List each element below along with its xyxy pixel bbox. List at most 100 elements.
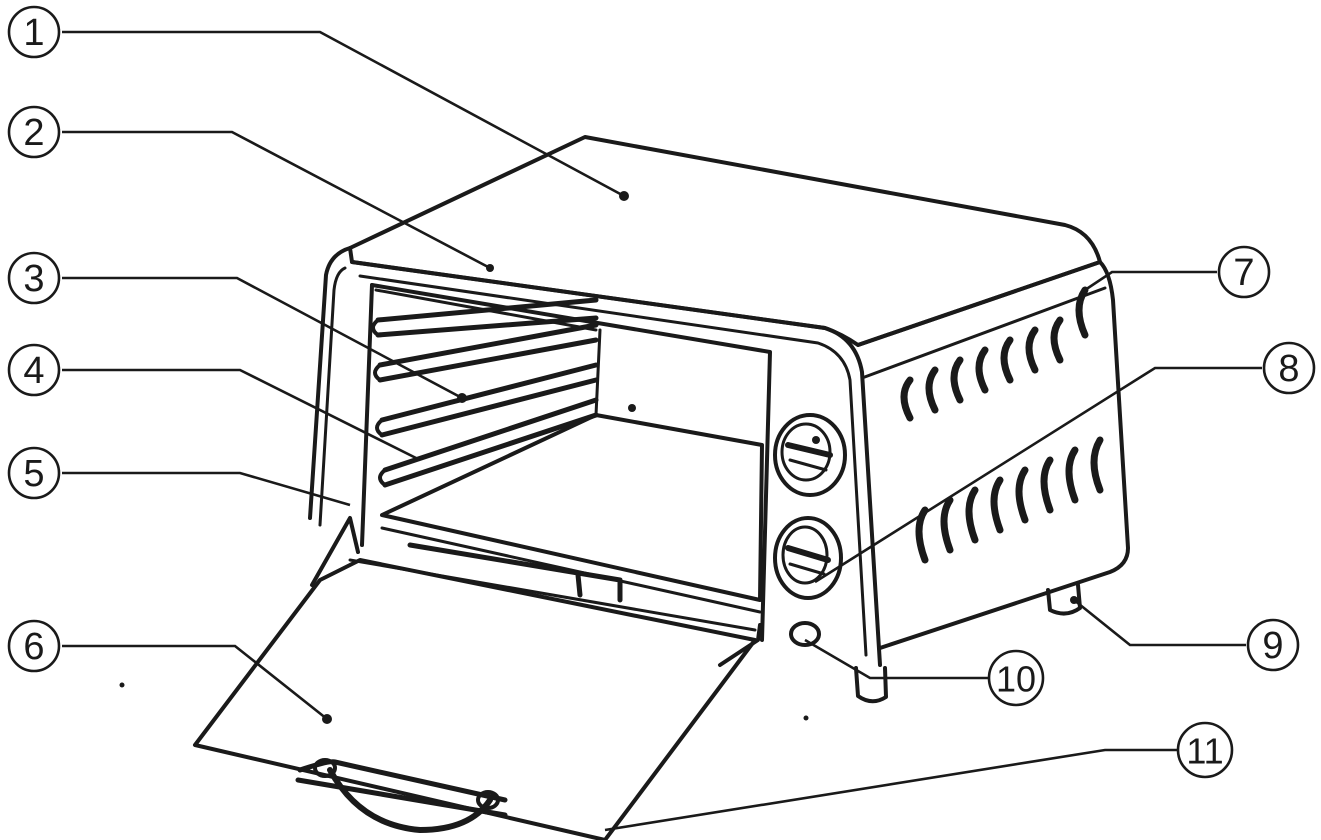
callout-4: 4 (7, 343, 61, 397)
tray-perforation (642, 558, 648, 564)
tray-perforation (639, 434, 645, 440)
tray-perforation (474, 490, 480, 496)
oven-front-frame (308, 246, 882, 667)
tray-perforation (685, 474, 691, 480)
tray-perforation (455, 486, 461, 492)
tray-perforation (589, 425, 595, 431)
callout-3: 3 (7, 251, 61, 305)
tray-perforation (620, 522, 626, 528)
tray-perforation (593, 485, 599, 491)
tray-perforation (531, 472, 537, 478)
callout-8-label: 8 (1278, 348, 1299, 390)
tray-perforation (587, 499, 593, 505)
tray-perforation (599, 427, 605, 433)
tray-perforation (669, 440, 675, 446)
tray-perforation (656, 530, 662, 536)
tray-perforation (453, 516, 459, 522)
tray-perforation (686, 458, 692, 464)
tray-perforation (541, 520, 547, 526)
tray-perforation (500, 466, 506, 472)
tray-perforation (633, 463, 640, 469)
tray-perforation (619, 431, 625, 437)
tray-perforation (515, 469, 521, 475)
tray-perforation (684, 567, 690, 573)
callout-9-label: 9 (1262, 625, 1283, 667)
tray-perforation (495, 525, 501, 531)
tray-perforation (411, 506, 417, 512)
tray-perforation (528, 502, 535, 508)
tray-perforation (600, 533, 606, 539)
tray-perforation (432, 511, 438, 517)
tray-perforation (710, 479, 716, 485)
tray-perforation (722, 528, 729, 534)
callout-5-label: 5 (23, 453, 44, 495)
tray-perforation (652, 452, 658, 458)
tray-perforation (562, 479, 568, 485)
callout-4-label: 4 (23, 350, 44, 392)
callout-10: 10 (987, 649, 1045, 707)
indicator-light (789, 621, 821, 647)
tray-perforation (711, 542, 717, 548)
callout-7-label: 7 (1233, 252, 1254, 294)
tray-perforation (537, 534, 543, 541)
callout-7: 7 (1217, 245, 1271, 299)
tray-perforation (741, 501, 747, 507)
tray-perforation (679, 550, 685, 556)
tray-perforation (618, 445, 624, 451)
tray-perforation (705, 572, 711, 578)
tray-perforation (529, 457, 535, 463)
tray-perforation (743, 470, 749, 476)
tray-perforation (620, 537, 626, 543)
tray-perforation (685, 489, 691, 495)
tray-perforation (492, 494, 498, 500)
tray-perforation (638, 510, 644, 516)
tray-perforation (713, 495, 719, 501)
callout-2-label: 2 (23, 112, 44, 154)
tray-perforation (577, 482, 583, 488)
tray-perforation (583, 438, 590, 444)
tray-perforation (614, 474, 620, 481)
tray-perforation (600, 548, 606, 555)
tray-perforation (580, 529, 587, 535)
tray-perforation (659, 468, 665, 474)
tray-perforation (679, 442, 685, 448)
bottom-heating-element (407, 542, 623, 603)
tray-perforation (557, 463, 563, 469)
tray-perforation (729, 451, 735, 457)
tray-perforation (628, 477, 634, 483)
tray-perforation (502, 511, 508, 517)
tray-perforation (516, 530, 522, 536)
tray-perforation (686, 505, 692, 511)
tray-perforation (719, 449, 725, 455)
tray-perforation (547, 506, 553, 512)
callout-8: 8 (1262, 341, 1316, 395)
tray-perforation (699, 445, 705, 452)
tray-perforation (709, 447, 715, 453)
tray-perforation (572, 436, 578, 442)
tray-perforation (624, 492, 630, 498)
tray-perforation (595, 441, 601, 447)
tray-perforation (583, 514, 589, 520)
door-handle (295, 758, 508, 833)
tray-perforation (482, 507, 488, 513)
tray-perforation (601, 518, 608, 524)
tray-perforation (697, 461, 704, 467)
tray-perforation (739, 532, 745, 538)
tray-perforation (510, 498, 516, 504)
tray-perforation (670, 486, 677, 492)
tray-perforation (698, 554, 704, 561)
tray-perforation (723, 481, 729, 487)
baking-tray (380, 413, 764, 614)
tray-perforation (674, 534, 681, 540)
tray-perforation (717, 511, 723, 518)
tray-perforation (629, 447, 635, 453)
upper-vent-slots (900, 286, 1089, 422)
rear-foot (1046, 583, 1082, 616)
tray-perforation (663, 454, 669, 460)
callout-10-label: 10 (996, 659, 1036, 700)
callout-2: 2 (7, 105, 61, 159)
tray-perforation (697, 476, 704, 482)
tray-perforation (729, 546, 735, 552)
callout-6-label: 6 (23, 626, 44, 668)
tray-perforation (606, 443, 612, 449)
